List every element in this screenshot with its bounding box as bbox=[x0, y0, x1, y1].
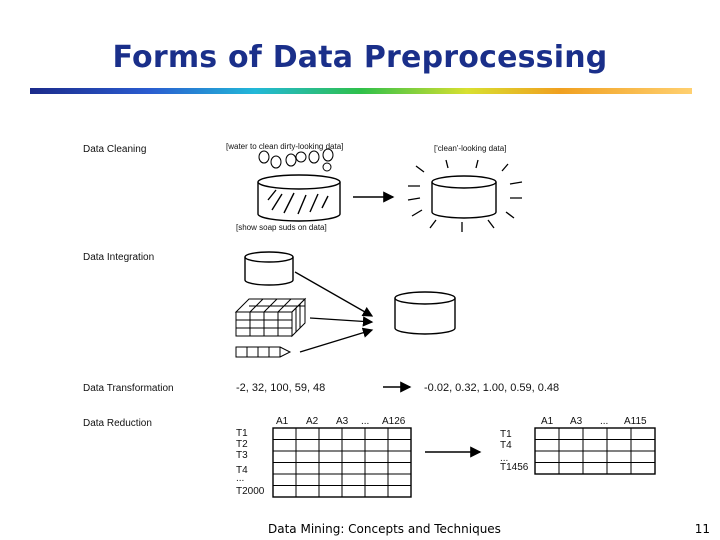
note-clean: ['clean'-looking data] bbox=[434, 144, 506, 153]
table-row-label: T3 bbox=[236, 450, 248, 461]
table-header: ... bbox=[600, 416, 608, 427]
footer-text: Data Mining: Concepts and Techniques bbox=[268, 522, 501, 536]
note-soap: [show soap suds on data] bbox=[236, 223, 327, 232]
table-row-label: T1 bbox=[500, 429, 512, 440]
label-data-integration: Data Integration bbox=[83, 252, 154, 263]
table-row-label: T1 bbox=[236, 428, 248, 439]
label-data-cleaning: Data Cleaning bbox=[83, 144, 146, 155]
transform-input-values: -2, 32, 100, 59, 48 bbox=[236, 382, 325, 394]
table-header: A115 bbox=[624, 416, 647, 427]
table-row-label: T4 bbox=[500, 440, 512, 451]
transform-output-values: -0.02, 0.32, 1.00, 0.59, 0.48 bbox=[424, 382, 559, 394]
title-gradient-bar bbox=[30, 88, 692, 94]
table-row-label: T4 bbox=[236, 465, 248, 476]
arrows-integration bbox=[294, 271, 374, 353]
soap-bubbles-icon bbox=[258, 148, 334, 172]
table-header: A1 bbox=[276, 416, 289, 427]
shine-rays-icon bbox=[407, 159, 523, 232]
table-header: A2 bbox=[306, 416, 319, 427]
note-water: [water to clean dirty-looking data] bbox=[226, 142, 343, 151]
clean-data-cylinder-icon bbox=[431, 175, 497, 219]
page-number: 11 bbox=[694, 522, 710, 536]
label-data-reduction: Data Reduction bbox=[83, 418, 152, 429]
table-row-label: ... bbox=[500, 453, 508, 464]
integrated-cylinder-icon bbox=[394, 291, 456, 335]
table-header: A3 bbox=[336, 416, 349, 427]
table-row-label: T2000 bbox=[236, 486, 265, 497]
table-row-label: ... bbox=[236, 473, 244, 484]
dirty-data-cylinder-icon bbox=[257, 174, 341, 222]
table-row-label: T1456 bbox=[500, 462, 529, 473]
table-header: A126 bbox=[382, 416, 406, 427]
source-cylinder-icon bbox=[244, 251, 294, 286]
label-data-transformation: Data Transformation bbox=[83, 383, 174, 394]
table-header: A3 bbox=[570, 416, 583, 427]
table-header: ... bbox=[361, 416, 369, 427]
table-row-label: T2 bbox=[236, 439, 248, 450]
table-header: A1 bbox=[541, 416, 554, 427]
slide-title: Forms of Data Preprocessing bbox=[112, 40, 608, 75]
source-strip-icon bbox=[235, 346, 292, 358]
source-cube-icon bbox=[234, 297, 307, 338]
